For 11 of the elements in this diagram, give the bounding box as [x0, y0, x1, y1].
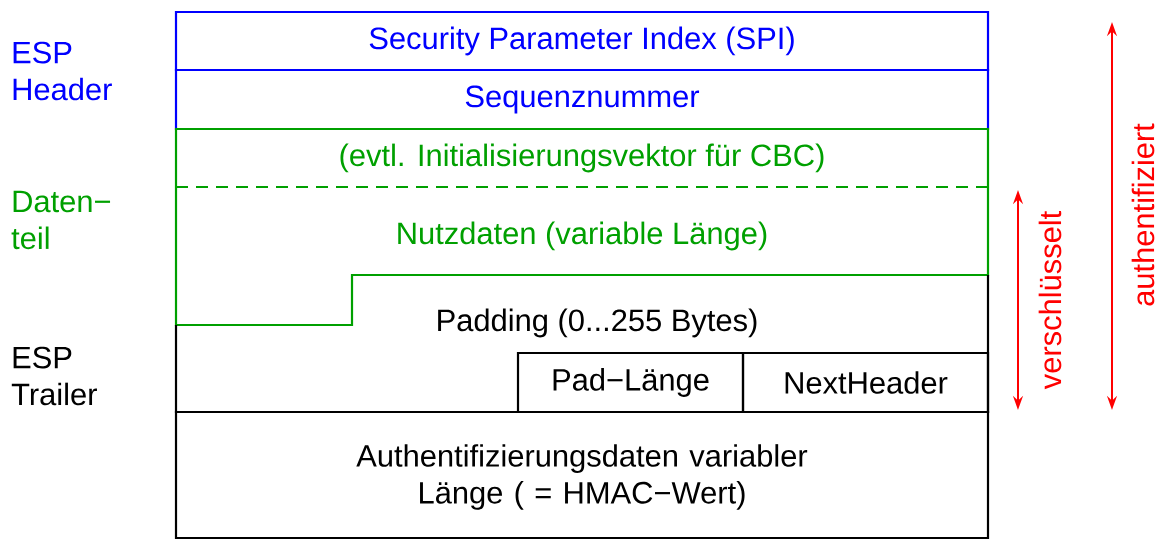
field-box: Pad−Länge — [516, 351, 745, 414]
field-box: Authentifizierungsdaten variabler Länge ( = HMAC−Wert) — [174, 410, 990, 539]
side-label: Daten− teil — [11, 190, 111, 250]
range-label: authentifiziert — [1131, 123, 1155, 306]
side-label: ESP Header — [13, 41, 112, 101]
field-box: Sequenznummer — [174, 68, 990, 131]
field-box: NextHeader — [741, 351, 990, 414]
range-label: verschlüsselt — [1038, 211, 1062, 390]
field-box: (evtl. Initialisierungsvektor für CBC) — [174, 127, 990, 189]
side-label: ESP Trailer — [11, 346, 97, 406]
field-box: Security Parameter Index (SPI) — [174, 10, 990, 72]
